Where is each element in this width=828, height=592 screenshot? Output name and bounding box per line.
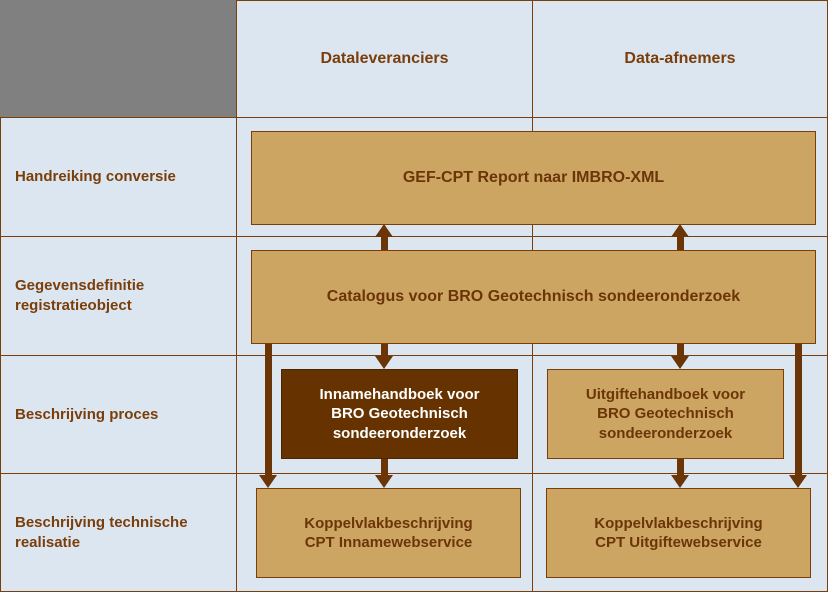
column-header-dataafnemers: Data-afnemers <box>532 0 828 118</box>
box-koppelvlak-uitgifte[interactable]: Koppelvlakbeschrijving CPT Uitgiftewebse… <box>546 488 811 578</box>
connector-stem <box>677 235 684 258</box>
row-header-label: Gegevensdefinitie registratieobject <box>15 277 145 314</box>
grid-corner-cell <box>0 0 237 118</box>
row-header-label: Beschrijving technische realisatie <box>15 513 188 551</box>
connector-stem <box>677 455 684 476</box>
box-label: Innamehandboek voor BRO Geotechnisch son… <box>319 386 480 442</box>
connector-stem <box>381 455 388 476</box>
connector-catalogus-to-koppelvlak-inname <box>259 333 277 488</box>
box-label: Koppelvlakbeschrijving CPT Uitgiftewebse… <box>594 514 763 551</box>
column-header-dataleveranciers: Dataleveranciers <box>236 0 533 118</box>
box-label: Catalogus voor BRO Geotechnisch sondeero… <box>326 287 741 305</box>
arrowhead-down-icon <box>671 356 689 369</box>
connector-catalogus-to-innamehandboek <box>375 333 393 369</box>
row-header-gegevensdefinitie: Gegevensdefinitie registratieobject <box>0 236 237 356</box>
connector-catalogus-to-gefcpt-right <box>671 224 689 258</box>
column-header-label: Data-afnemers <box>624 50 736 68</box>
column-header-label: Dataleveranciers <box>320 50 449 68</box>
arrowhead-down-icon <box>259 475 277 488</box>
box-gef-cpt-report[interactable]: GEF-CPT Report naar IMBRO-XML <box>251 131 816 225</box>
arrowhead-up-icon <box>671 224 689 237</box>
box-label: GEF-CPT Report naar IMBRO-XML <box>402 168 665 186</box>
row-header-label: Handreiking conversie <box>15 168 176 186</box>
box-catalogus[interactable]: Catalogus voor BRO Geotechnisch sondeero… <box>251 250 816 344</box>
arrowhead-down-icon <box>789 475 807 488</box>
row-header-label: Beschrijving proces <box>15 405 159 423</box>
connector-stem <box>381 333 388 357</box>
connector-catalogus-to-uitgiftehandboek <box>671 333 689 369</box>
row-header-realisatie: Beschrijving technische realisatie <box>0 473 237 592</box>
connector-innamehandboek-to-koppelvlak-inname <box>375 455 393 488</box>
box-koppelvlak-inname[interactable]: Koppelvlakbeschrijving CPT Innamewebserv… <box>256 488 521 578</box>
connector-stem <box>677 333 684 357</box>
connector-stem <box>265 333 272 476</box>
connector-stem <box>381 235 388 258</box>
connector-uitgiftehandboek-to-koppelvlak-uitgifte <box>671 455 689 488</box>
box-uitgiftehandboek[interactable]: Uitgiftehandboek voor BRO Geotechnisch s… <box>547 369 784 459</box>
arrowhead-down-icon <box>671 475 689 488</box>
box-label: Uitgiftehandboek voor BRO Geotechnisch s… <box>585 386 746 442</box>
box-innamehandboek[interactable]: Innamehandboek voor BRO Geotechnisch son… <box>281 369 518 459</box>
row-header-handreiking: Handreiking conversie <box>0 117 237 237</box>
connector-catalogus-to-gefcpt-left <box>375 224 393 258</box>
connector-stem <box>795 333 802 476</box>
arrowhead-up-icon <box>375 224 393 237</box>
arrowhead-down-icon <box>375 475 393 488</box>
connector-catalogus-to-koppelvlak-uitgifte <box>789 333 807 488</box>
box-label: Koppelvlakbeschrijving CPT Innamewebserv… <box>304 514 473 551</box>
arrowhead-down-icon <box>375 356 393 369</box>
row-header-proces: Beschrijving proces <box>0 355 237 474</box>
